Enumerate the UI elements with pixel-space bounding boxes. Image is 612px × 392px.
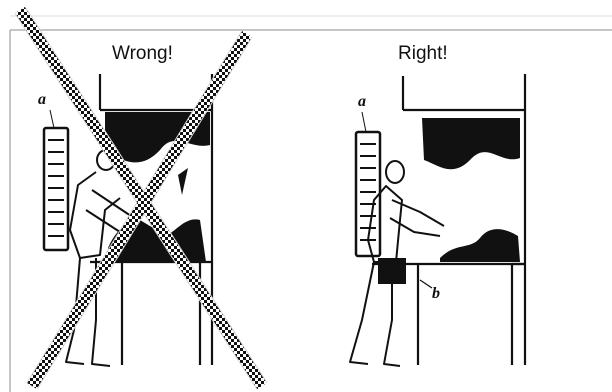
wrong-cross-mark [20, 10, 262, 386]
wrong-caption: Wrong! [112, 43, 173, 64]
marker-b-right: b [432, 285, 440, 302]
right-panel: Right! a b [350, 43, 525, 366]
machine-part-upper-right [422, 118, 520, 169]
machine-part-lower-right [440, 229, 520, 262]
right-caption: Right! [398, 43, 448, 64]
marker-a-right: a [358, 93, 366, 110]
workstation-right [372, 74, 525, 365]
diagram-frame [10, 16, 612, 392]
wrong-panel: Wrong! a [20, 10, 262, 386]
part-a-ladder-wrong [44, 110, 68, 250]
marker-a-wrong: a [38, 91, 46, 108]
